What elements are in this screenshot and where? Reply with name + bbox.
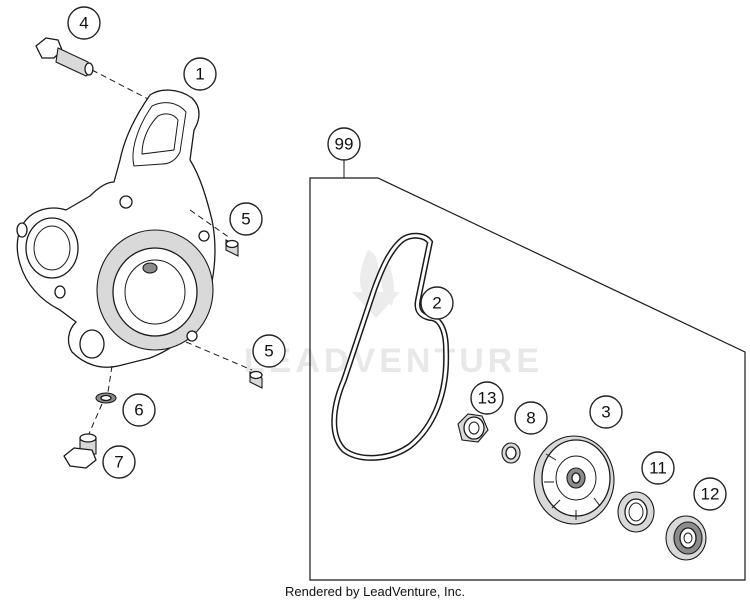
callout-12: 12	[693, 477, 727, 511]
seal-part-11	[617, 491, 655, 533]
dowel-pin-upper-part-5	[225, 239, 239, 257]
bolt-part-4	[35, 37, 94, 77]
svg-text:99: 99	[335, 135, 354, 154]
svg-text:3: 3	[601, 403, 610, 422]
callout-2: 2	[420, 286, 454, 320]
leader-dowel-lower	[185, 341, 253, 371]
dowel-pin-lower-part-5	[249, 370, 263, 389]
callout-8: 8	[514, 401, 548, 435]
svg-text:8: 8	[526, 409, 535, 428]
pump-housing-part-1	[16, 89, 216, 368]
svg-text:7: 7	[114, 453, 123, 472]
shaft-seal-part-12	[665, 515, 707, 561]
callout-11: 11	[641, 451, 675, 485]
flame-logo-icon	[352, 250, 400, 318]
callout-13: 13	[470, 381, 504, 415]
svg-text:5: 5	[241, 210, 250, 229]
callout-5-lower: 5	[252, 334, 286, 368]
leader-dowel-upper	[189, 209, 231, 239]
callout-3: 3	[589, 395, 623, 429]
leader-drain-bolt	[87, 403, 103, 437]
callout-6: 6	[122, 393, 156, 427]
svg-text:4: 4	[79, 14, 88, 33]
kit-frame	[309, 177, 746, 581]
leadventure-watermark: LEADVENTURE	[244, 250, 543, 380]
callout-99: 99	[327, 127, 361, 161]
callout-1: 1	[183, 57, 217, 91]
svg-text:1: 1	[195, 65, 204, 84]
leader-bolt	[91, 69, 151, 101]
svg-text:5: 5	[264, 342, 273, 361]
washer-part-6	[95, 392, 117, 404]
svg-text:6: 6	[134, 401, 143, 420]
ring-part-8	[501, 442, 521, 464]
drain-bolt-part-7	[63, 433, 97, 469]
watermark-text: LEADVENTURE	[244, 342, 543, 380]
svg-text:12: 12	[701, 485, 720, 504]
svg-text:2: 2	[432, 294, 441, 313]
impeller-part-3	[533, 435, 615, 525]
callout-4: 4	[67, 6, 101, 40]
callout-5-upper: 5	[229, 202, 263, 236]
svg-text:13: 13	[478, 389, 497, 408]
callout-7: 7	[102, 445, 136, 479]
svg-text:11: 11	[649, 459, 667, 478]
render-credit: Rendered by LeadVenture, Inc.	[285, 584, 465, 599]
drive-belt-part-2	[331, 232, 450, 461]
leader-washer	[107, 365, 113, 393]
nut-part-13	[457, 413, 489, 443]
